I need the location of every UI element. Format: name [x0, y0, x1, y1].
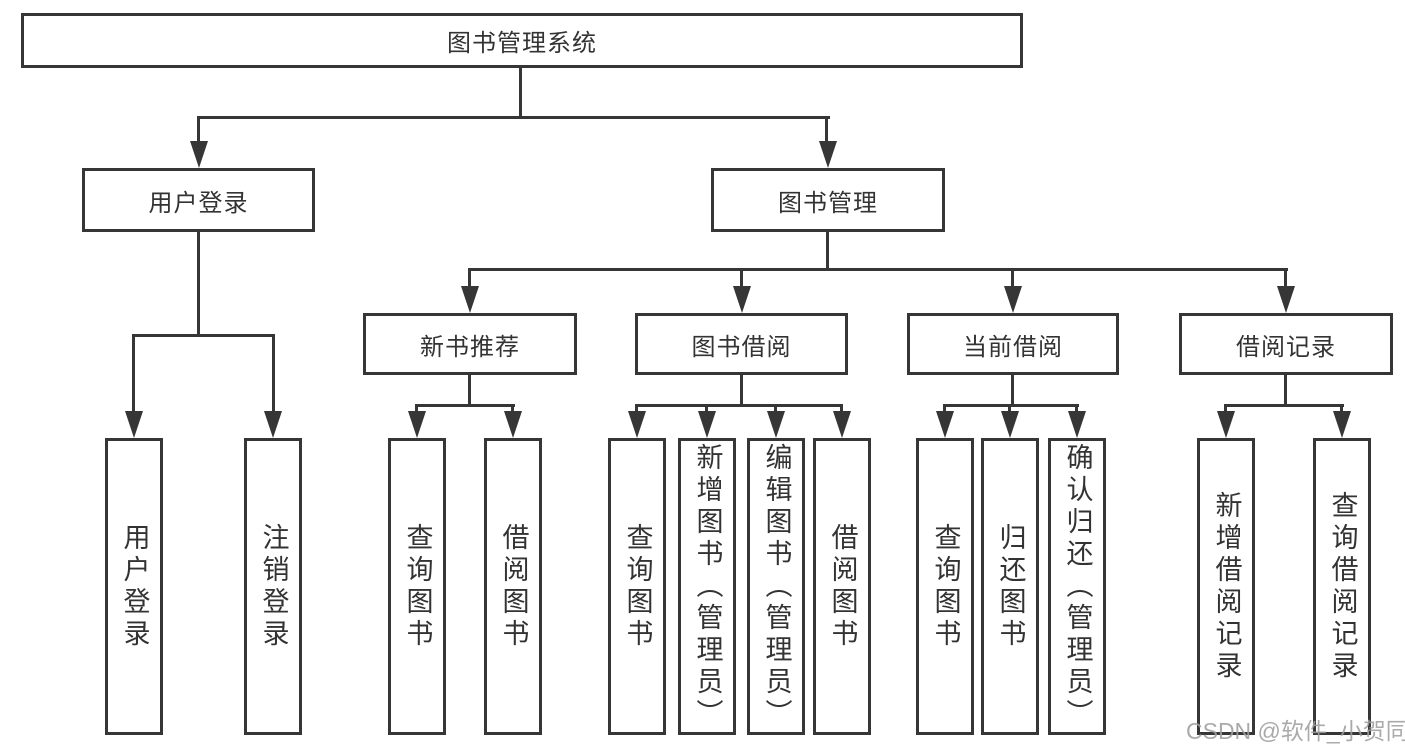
connector-leaf-drop	[415, 404, 418, 414]
leaf-user-login-label: 用户登录	[119, 522, 150, 651]
arrowhead-current-borrow	[1004, 286, 1022, 313]
connector-records-stem	[1284, 375, 1287, 404]
connector-leaf-drop	[635, 404, 638, 414]
arrowhead-book-borrow	[733, 286, 751, 313]
arrowhead-book-management	[819, 141, 837, 168]
node-user-login: 用户登录	[82, 168, 315, 232]
connector-leaf-drop	[511, 404, 514, 414]
arrowhead-leaf	[767, 411, 785, 438]
arrowhead-leaf	[833, 411, 851, 438]
node-borrow-records: 借阅记录	[1179, 313, 1393, 375]
arrowhead-leaf	[698, 411, 716, 438]
connector-borrow-stem	[740, 375, 743, 404]
connector-user-rail	[132, 334, 275, 337]
connector-leaf-drop	[1340, 404, 1343, 414]
leaf-add-borrow-record: 新增借阅记录	[1197, 438, 1255, 735]
node-new-book-recommend-label: 新书推荐	[420, 333, 520, 361]
connector-records-rail	[1224, 404, 1344, 407]
leaf-borrow-books-recommend: 借阅图书	[484, 438, 542, 735]
node-user-login-label: 用户登录	[148, 189, 249, 217]
connector-current-stem	[1011, 375, 1014, 404]
arrowhead-leaf	[1001, 411, 1019, 438]
leaf-borrow-books-recommend-label: 借阅图书	[498, 522, 529, 651]
leaf-borrow-books-label: 借阅图书	[827, 522, 858, 651]
connector-level3-rail	[468, 268, 1288, 271]
leaf-query-books-recommend-label: 查询图书	[402, 522, 433, 651]
connector-leaf-drop	[132, 334, 135, 414]
connector-user-drop	[197, 116, 200, 144]
node-book-borrow-label: 图书借阅	[691, 333, 792, 361]
connector-leaf-drop	[272, 334, 275, 414]
leaf-confirm-return-admin: 确认归还（管理员）	[1048, 438, 1106, 735]
leaf-query-books-current-label: 查询图书	[930, 522, 961, 651]
node-current-borrow: 当前借阅	[907, 313, 1119, 375]
leaf-logout-login-label: 注销登录	[258, 522, 289, 651]
connector-current-rail	[943, 404, 1079, 407]
leaf-query-books-borrow-label: 查询图书	[622, 522, 653, 651]
connector-new-rail	[415, 404, 515, 407]
node-root-label: 图书管理系统	[447, 30, 597, 57]
leaf-logout-login: 注销登录	[244, 438, 302, 735]
node-borrow-records-label: 借阅记录	[1236, 333, 1336, 361]
connector-leaf-drop	[840, 404, 843, 414]
connector-root-stem	[519, 68, 522, 116]
arrowhead-leaf	[1068, 411, 1086, 438]
node-root: 图书管理系统	[21, 13, 1023, 68]
leaf-confirm-return-admin-label: 确认归还（管理员）	[1062, 442, 1093, 731]
connector-l3-drop	[740, 268, 743, 290]
node-book-borrow: 图书借阅	[635, 313, 848, 375]
leaf-edit-books-admin-label: 编辑图书（管理员）	[761, 442, 792, 731]
arrowhead-leaf	[1333, 411, 1351, 438]
node-book-management: 图书管理	[711, 168, 945, 232]
connector-l3-drop	[1011, 268, 1014, 290]
connector-l3-drop	[468, 268, 471, 290]
connector-leaf-drop	[774, 404, 777, 414]
connector-new-stem	[468, 375, 471, 404]
leaf-return-books-label: 归还图书	[995, 522, 1026, 651]
connector-l3-drop	[1284, 268, 1287, 290]
arrowhead-new-books	[461, 286, 479, 313]
connector-user-stem	[197, 232, 200, 334]
leaf-query-books-current: 查询图书	[916, 438, 974, 735]
arrowhead-leaf	[1217, 411, 1235, 438]
leaf-query-books-borrow: 查询图书	[608, 438, 666, 735]
connector-borrow-rail	[635, 404, 843, 407]
arrowhead-user-login	[190, 141, 208, 168]
arrowhead-leaf	[264, 411, 282, 438]
connector-book-stem	[826, 232, 829, 268]
leaf-add-books-admin-label: 新增图书（管理员）	[692, 442, 723, 731]
arrowhead-leaf	[408, 411, 426, 438]
node-new-book-recommend: 新书推荐	[363, 313, 577, 375]
connector-leaf-drop	[1224, 404, 1227, 414]
node-book-management-label: 图书管理	[778, 189, 878, 217]
connector-leaf-drop	[705, 404, 708, 414]
leaf-query-borrow-record: 查询借阅记录	[1313, 438, 1371, 735]
connector-leaf-drop	[943, 404, 946, 414]
arrowhead-leaf	[125, 411, 143, 438]
connector-leaf-drop	[1075, 404, 1078, 414]
watermark: CSDN @软件_小贺同学	[1186, 718, 1405, 744]
arrowhead-borrow-records	[1277, 286, 1295, 313]
leaf-return-books: 归还图书	[981, 438, 1039, 735]
leaf-query-borrow-record-label: 查询借阅记录	[1327, 490, 1358, 683]
connector-root-rail	[197, 116, 830, 119]
arrowhead-leaf	[936, 411, 954, 438]
leaf-add-books-admin: 新增图书（管理员）	[678, 438, 736, 735]
arrowhead-leaf	[628, 411, 646, 438]
leaf-query-books-recommend: 查询图书	[388, 438, 446, 735]
leaf-user-login: 用户登录	[105, 438, 163, 735]
leaf-borrow-books: 借阅图书	[813, 438, 871, 735]
leaf-edit-books-admin: 编辑图书（管理员）	[747, 438, 805, 735]
connector-book-drop	[825, 116, 828, 144]
node-current-borrow-label: 当前借阅	[963, 333, 1063, 361]
connector-leaf-drop	[1008, 404, 1011, 414]
leaf-add-borrow-record-label: 新增借阅记录	[1211, 490, 1242, 683]
arrowhead-leaf	[504, 411, 522, 438]
